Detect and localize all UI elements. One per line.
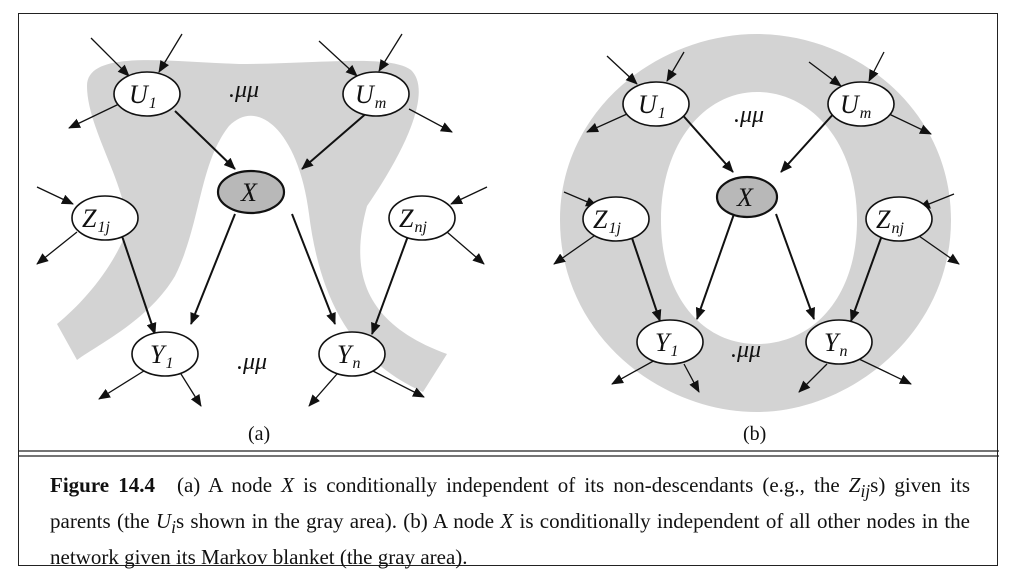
node-znj-a: Znj (388, 195, 456, 241)
svg-text:Z1j: Z1j (82, 204, 110, 236)
caption-var-z-sub: ij (860, 481, 871, 502)
ellipsis-top-b: .μμ (734, 102, 764, 128)
figure-number: Figure 14.4 (50, 473, 155, 497)
figure-diagram: U1 Um X Z1j Znj Y1 (19, 33, 999, 457)
node-y1-b: Y1 (636, 319, 704, 365)
svg-text:Znj: Znj (399, 204, 427, 236)
svg-text:Z1j: Z1j (593, 205, 621, 237)
node-yn-a: Yn (318, 331, 386, 377)
svg-text:X: X (240, 178, 258, 207)
node-z1j-a: Z1j (71, 195, 139, 241)
blanket-region-a (57, 60, 447, 392)
caption-text-3: s) given its parents (the (50, 473, 971, 534)
svg-text:Yn: Yn (824, 328, 847, 360)
caption-var-x2: X (500, 509, 514, 534)
panel-label-a: (a) (248, 423, 270, 445)
caption-var-x: X (281, 473, 295, 497)
caption-text-5: is conditionally independent of all othe… (50, 509, 970, 570)
panel-b: U1 Um X Z1j Znj Y1 (553, 34, 960, 445)
node-um-b: Um (827, 81, 895, 127)
svg-text:Yn: Yn (337, 340, 360, 372)
caption-var-u: U (155, 509, 172, 534)
figure-caption: Figure 14.4 (a) A node X is conditionally… (50, 470, 970, 572)
edges-a (121, 110, 409, 335)
ellipsis-top-a: .μμ (229, 77, 259, 103)
caption-var-u-sub: i (171, 517, 176, 538)
external-arrows-b (553, 51, 960, 393)
svg-text:Y1: Y1 (150, 340, 173, 372)
edges-b (631, 110, 882, 322)
node-znj-b: Znj (865, 196, 933, 242)
node-u1-a: U1 (113, 71, 181, 117)
svg-text:X: X (736, 183, 754, 212)
node-x-a: X (216, 169, 286, 215)
caption-text-2: is conditionally independent of its non-… (294, 473, 849, 497)
caption-var-z: Z (848, 473, 861, 497)
node-u1-b: U1 (622, 81, 690, 127)
node-yn-b: Yn (805, 319, 873, 365)
panel-label-b: (b) (743, 423, 766, 445)
external-arrows-a (36, 33, 488, 407)
svg-text:Um: Um (355, 80, 386, 112)
node-x-b: X (715, 175, 779, 219)
svg-text:U1: U1 (638, 90, 666, 122)
node-um-a: Um (342, 71, 410, 117)
node-z1j-b: Z1j (582, 196, 650, 242)
panel-a: U1 Um X Z1j Znj Y1 (36, 33, 488, 445)
caption-text-4: s shown in the gray area). (b) A node (175, 509, 501, 534)
svg-text:Y1: Y1 (655, 328, 678, 360)
svg-text:Um: Um (840, 90, 871, 122)
node-y1-a: Y1 (131, 331, 199, 377)
ellipsis-bottom-a: .μμ (237, 349, 267, 375)
svg-text:U1: U1 (129, 80, 157, 112)
figure-frame: U1 Um X Z1j Znj Y1 (18, 13, 999, 566)
svg-text:Znj: Znj (876, 205, 904, 237)
ellipsis-bottom-b: .μμ (731, 337, 761, 363)
caption-text-1: (a) A node (176, 473, 282, 497)
